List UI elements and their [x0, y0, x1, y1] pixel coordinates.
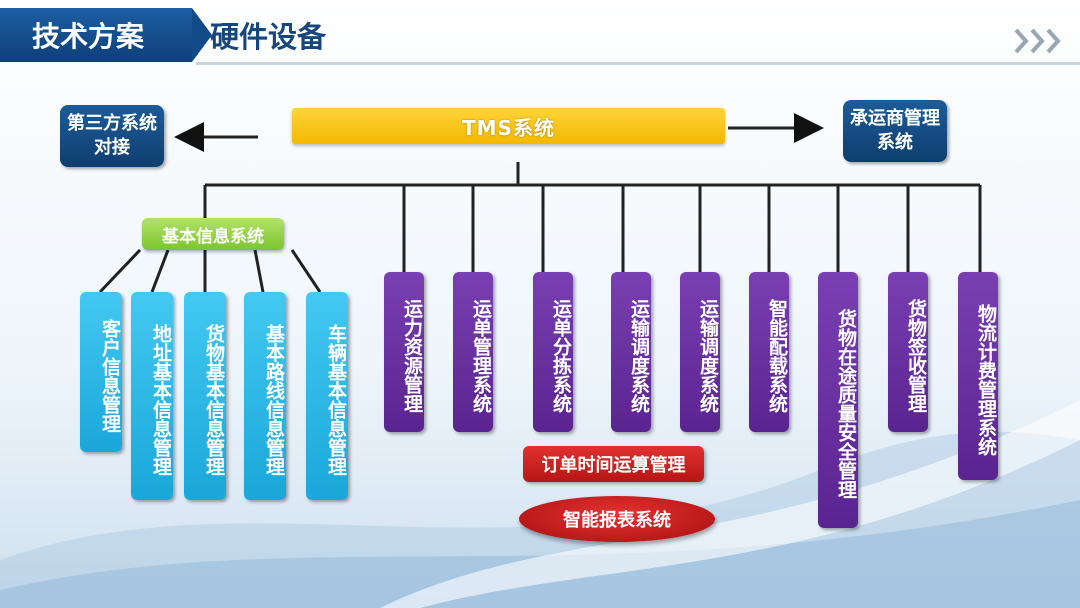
system-node[interactable]: 运输调度系统 [611, 272, 651, 432]
system-node[interactable]: 运输调度系统 [680, 272, 720, 432]
base-info-system-node[interactable]: 基本信息系统 [142, 218, 284, 250]
carrier-management-node[interactable]: 承运商管理系统 [843, 100, 947, 162]
system-node[interactable]: 物流计费管理系统 [958, 272, 998, 480]
third-party-system-node[interactable]: 第三方系统对接 [60, 105, 164, 167]
system-node[interactable]: 运单管理系统 [453, 272, 493, 432]
tms-system-node[interactable]: TMS系统 [292, 108, 725, 144]
system-node[interactable]: 货物在途质量安全管理 [818, 272, 858, 528]
base-child-node[interactable]: 基本路线信息管理 [244, 292, 286, 500]
section-title: 技术方案 [0, 8, 212, 62]
order-time-calc-node[interactable]: 订单时间运算管理 [523, 446, 704, 482]
base-child-node[interactable]: 车辆基本信息管理 [306, 292, 348, 500]
base-child-node[interactable]: 货物基本信息管理 [184, 292, 226, 500]
system-node[interactable]: 智能配载系统 [749, 272, 789, 432]
slide-header: 技术方案 硬件设备 [0, 0, 1080, 66]
triple-chevron-right-icon[interactable] [1014, 26, 1064, 56]
header-divider [196, 62, 1080, 65]
smart-report-node[interactable]: 智能报表系统 [519, 496, 715, 542]
base-child-node[interactable]: 客户信息管理 [80, 292, 122, 452]
base-child-node[interactable]: 地址基本信息管理 [131, 292, 173, 500]
system-node[interactable]: 运力资源管理 [384, 272, 424, 432]
system-node[interactable]: 货物签收管理 [888, 272, 928, 432]
page-title: 硬件设备 [210, 20, 327, 54]
system-node[interactable]: 运单分拣系统 [533, 272, 573, 432]
